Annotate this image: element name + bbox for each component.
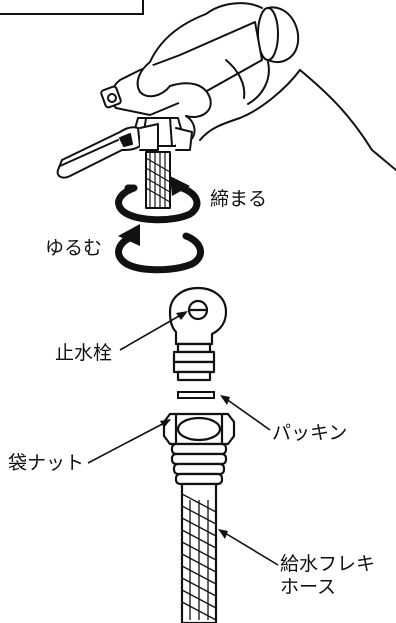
counterclockwise-arrow-icon [115, 232, 204, 274]
tighten-label: 締まる [210, 188, 268, 210]
packing-washer [177, 391, 215, 399]
hose-braid-top [145, 152, 171, 208]
clockwise-arrowhead [170, 176, 190, 196]
hose-label: 給水フレキ ホース [280, 553, 375, 599]
hose-label-line2: ホース [280, 576, 337, 599]
stopcock-label: 止水栓 [55, 342, 113, 364]
leader-arrowheads [160, 311, 230, 539]
flexible-hose-part [180, 482, 218, 623]
hose-label-line1: 給水フレキ [280, 553, 376, 575]
cap-nut-part [162, 412, 236, 486]
counterclockwise-arrowhead [118, 224, 140, 246]
leader-lines [87, 311, 279, 566]
loosen-label: ゆるむ [45, 237, 103, 259]
frame-edge [0, 0, 144, 15]
hand-wrench-illustration [56, 2, 396, 209]
packing-label: パッキン [272, 422, 348, 444]
stopcock-part [168, 286, 228, 382]
clockwise-arrow-icon [115, 184, 201, 224]
cap-nut-label: 袋ナット [8, 452, 85, 474]
